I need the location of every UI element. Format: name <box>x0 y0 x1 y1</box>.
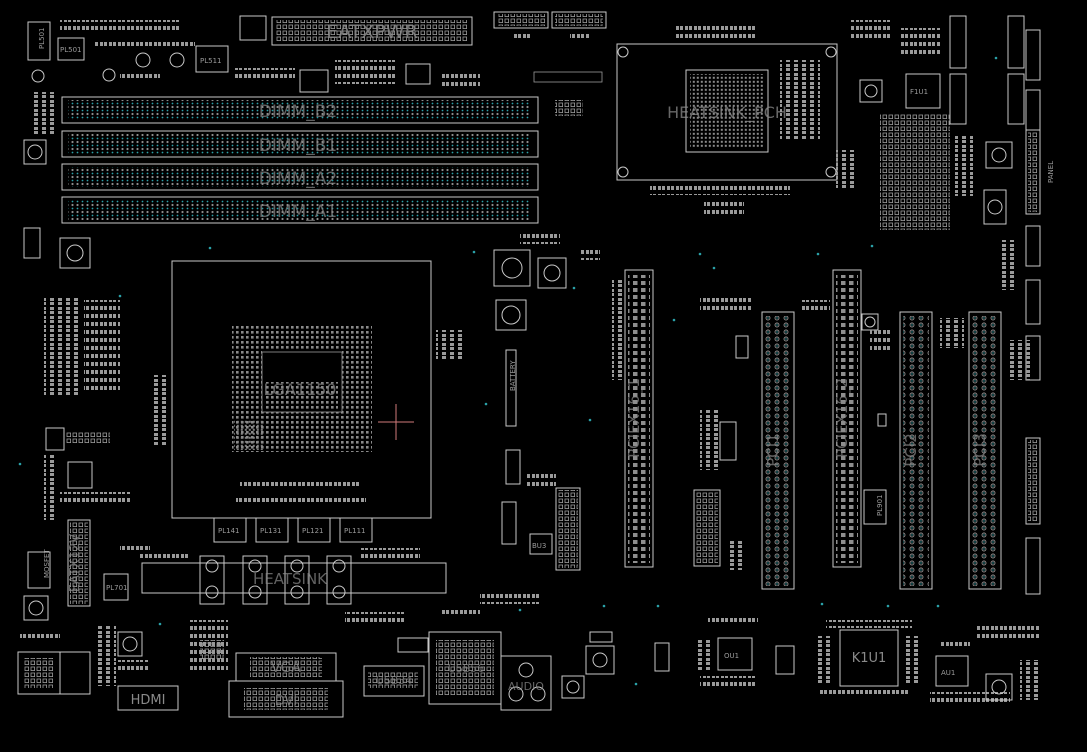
crosshair-icon <box>378 404 414 440</box>
vga-label: VGA <box>271 660 301 676</box>
pciex16-1-slot: PCIEX16_1 <box>624 269 654 568</box>
pl511-label: PL511 <box>200 57 221 65</box>
dimm-a1-slot: DIMM_A1 <box>61 196 539 224</box>
svg-text:PL901: PL901 <box>876 495 884 516</box>
vrm-chokes: PL141 PL131 PL121 PL111 <box>213 517 373 543</box>
pci1-slot: PCI1 <box>761 311 795 590</box>
dvi-label: DVI <box>275 694 298 709</box>
expansion-slots: PCIEX16_1 PCI1 PCIEX16_2 PCI2 PCI3 <box>624 269 1002 590</box>
eatxpwr-connector: EATXPWR <box>271 16 473 46</box>
ps2-port <box>17 651 91 695</box>
left-edge-components: EATX12V MOSFET PL701 <box>20 227 130 642</box>
eatxpwr-label: EATXPWR <box>326 21 418 43</box>
heatsink-pch-label: HEATSINK_PCH <box>667 103 787 123</box>
panel-label: PANEL <box>1047 161 1055 183</box>
cpu-socket-lga1150: LGA1150 <box>150 260 464 519</box>
pl121-label: PL121 <box>302 527 323 535</box>
middle-column-components: BATTERY BU3 <box>493 234 600 571</box>
vrm-heatsink: HEATSINK <box>120 542 447 605</box>
f1u1-label: F1U1 <box>910 88 928 96</box>
dimm-slots: DIMM_B2 DIMM_B1 DIMM_A2 DIMM_A1 <box>61 96 539 224</box>
usb34-port: USB34 <box>363 665 425 697</box>
ou1-chip: OU1 <box>696 614 758 686</box>
dimm-b2-label: DIMM_B2 <box>259 102 337 122</box>
lga1150-label: LGA1150 <box>264 380 337 399</box>
pci3-slot: PCI3 <box>968 311 1002 590</box>
svg-text:MOSFET: MOSFET <box>43 549 51 578</box>
eatx12v-connector: EATX12V <box>67 519 91 607</box>
pci3-label: PCI3 <box>971 433 989 467</box>
au1-chip: AU1 <box>930 640 1010 702</box>
pciex16-1-label: PCIEX16_1 <box>625 378 644 458</box>
ou1-label: OU1 <box>724 652 739 660</box>
top-left-components: PL501 PL501 PL511 <box>23 15 480 165</box>
k1u1-label: K1U1 <box>852 651 887 666</box>
rear-io: HDMI VGA DVI USB34 USB56 <box>17 594 670 718</box>
usb56-lan-port: USB56 <box>428 631 502 705</box>
eatx12v-label: EATX12V <box>68 534 83 592</box>
pci2-label: PCI2 <box>902 433 920 467</box>
pci1-label: PCI1 <box>764 433 782 467</box>
pl131-label: PL131 <box>260 527 281 535</box>
dimm-a2-label: DIMM_A2 <box>259 169 337 189</box>
au1-label: AU1 <box>941 669 955 677</box>
dimm-b1-label: DIMM_B1 <box>259 136 337 156</box>
audio-port: AUDIO <box>500 655 552 711</box>
usb56-label: USB56 <box>448 662 485 675</box>
vga-port: VGA <box>235 652 337 682</box>
dimm-a2-slot: DIMM_A2 <box>61 163 539 191</box>
dimm-b1-slot: DIMM_B1 <box>61 130 539 158</box>
hdmi-label: HDMI <box>131 693 166 708</box>
bu3-label: BU3 <box>532 542 546 550</box>
usb34-label: USB34 <box>376 674 413 687</box>
bottom-right-chips: OU1 K1U1 AU1 <box>696 614 1040 702</box>
dimm-b2-slot: DIMM_B2 <box>61 96 539 124</box>
pciex16-2-slot: PCIEX16_2 <box>832 269 862 568</box>
top-usb-headers <box>493 11 607 116</box>
pl701-label: PL701 <box>106 584 127 592</box>
svg-text:PL501: PL501 <box>38 28 46 49</box>
via-scatter <box>18 56 998 686</box>
pl111-label: PL111 <box>344 527 365 535</box>
k1u1-chip: K1U1 <box>818 620 918 698</box>
hdmi-port: HDMI <box>96 626 179 711</box>
pci2-slot: PCI2 <box>899 311 933 590</box>
dimm-a1-label: DIMM_A1 <box>259 202 337 222</box>
slot-area-components: PL901 <box>612 280 964 570</box>
audio-label: AUDIO <box>508 680 544 693</box>
pciex16-2-label: PCIEX16_2 <box>833 378 852 458</box>
heatsink-label: HEATSINK <box>253 570 328 588</box>
pl501-label: PL501 <box>60 46 81 54</box>
dvi-port: DVI <box>228 680 344 718</box>
battery-label: BATTERY <box>509 360 517 391</box>
heatsink-pch: HEATSINK_PCH <box>616 26 838 214</box>
pl141-label: PL141 <box>218 527 239 535</box>
right-edge-components: F1U1 PANEL <box>836 15 1055 595</box>
